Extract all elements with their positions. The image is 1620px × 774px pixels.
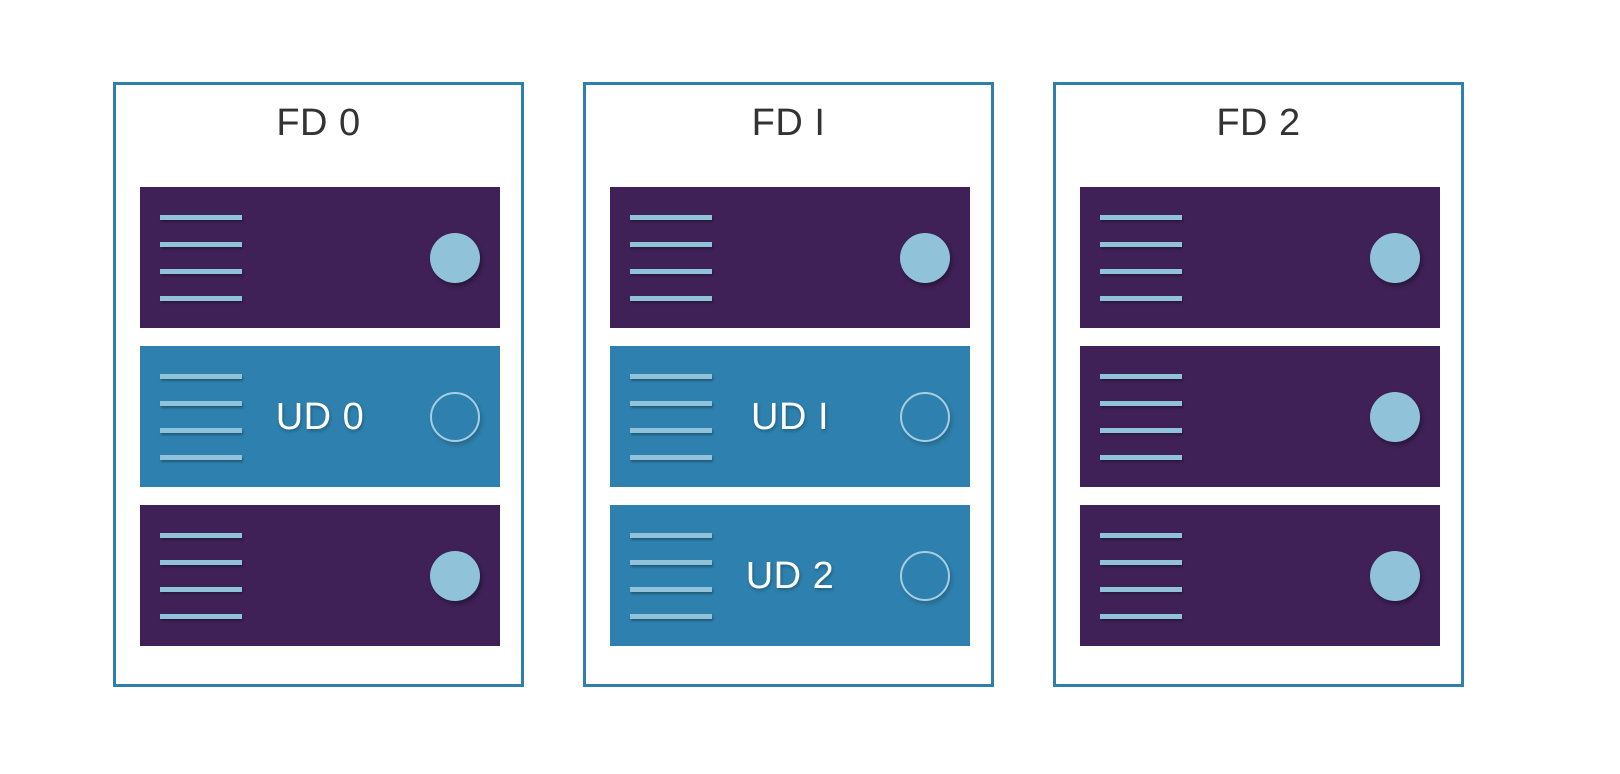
vent-line xyxy=(160,427,242,433)
fault-domain-title-2: FD 2 xyxy=(1216,102,1301,144)
vent-line xyxy=(630,373,712,379)
update-domain-unit[interactable]: UD 0 xyxy=(140,346,500,487)
vent-line xyxy=(630,586,712,592)
vent-lines-icon xyxy=(1100,373,1182,460)
unit-list-2 xyxy=(1080,187,1440,646)
vent-line xyxy=(1100,373,1182,379)
server-unit[interactable] xyxy=(140,505,500,646)
fault-domain-panel-2[interactable]: FD 2 xyxy=(1053,82,1464,687)
vent-line xyxy=(630,613,712,619)
status-lamp-icon xyxy=(430,391,480,442)
vent-line xyxy=(160,373,242,379)
unit-list-1: UD I UD 2 xyxy=(610,187,970,646)
vent-line xyxy=(1100,532,1182,538)
update-domain-unit[interactable]: UD 2 xyxy=(610,505,970,646)
vent-line xyxy=(160,241,242,247)
vent-line xyxy=(1100,214,1182,220)
vent-line xyxy=(160,268,242,274)
vent-lines-icon xyxy=(1100,214,1182,301)
fault-domain-panel-0[interactable]: FD 0 UD 0 xyxy=(113,82,524,687)
vent-line xyxy=(1100,586,1182,592)
fault-domain-title-0: FD 0 xyxy=(276,102,361,144)
vent-lines-icon xyxy=(160,214,242,301)
unit-list-0: UD 0 xyxy=(140,187,500,646)
vent-line xyxy=(630,454,712,460)
status-lamp-icon xyxy=(1370,391,1420,442)
fault-domain-panel-1[interactable]: FD I UD I xyxy=(583,82,994,687)
vent-line xyxy=(1100,295,1182,301)
vent-line xyxy=(160,295,242,301)
vent-line xyxy=(630,295,712,301)
status-lamp-icon xyxy=(900,550,950,601)
vent-line xyxy=(630,427,712,433)
vent-lines-icon xyxy=(160,373,242,460)
vent-line xyxy=(160,400,242,406)
vent-line xyxy=(160,532,242,538)
vent-line xyxy=(630,532,712,538)
vent-line xyxy=(630,241,712,247)
vent-line xyxy=(160,454,242,460)
vent-line xyxy=(160,214,242,220)
vent-line xyxy=(630,214,712,220)
status-lamp-icon xyxy=(430,550,480,601)
vent-line xyxy=(1100,559,1182,565)
vent-lines-icon xyxy=(630,214,712,301)
server-unit[interactable] xyxy=(1080,187,1440,328)
vent-lines-icon xyxy=(1100,532,1182,619)
status-lamp-icon xyxy=(900,391,950,442)
update-domain-unit[interactable]: UD I xyxy=(610,346,970,487)
vent-line xyxy=(160,586,242,592)
server-unit[interactable] xyxy=(1080,505,1440,646)
vent-lines-icon xyxy=(160,532,242,619)
vent-line xyxy=(1100,427,1182,433)
server-unit[interactable] xyxy=(1080,346,1440,487)
server-unit[interactable] xyxy=(140,187,500,328)
vent-line xyxy=(1100,454,1182,460)
vent-line xyxy=(1100,613,1182,619)
status-lamp-icon xyxy=(1370,550,1420,601)
vent-lines-icon xyxy=(630,373,712,460)
vent-line xyxy=(630,400,712,406)
server-unit[interactable] xyxy=(610,187,970,328)
vent-lines-icon xyxy=(630,532,712,619)
status-lamp-icon xyxy=(430,232,480,283)
vent-line xyxy=(630,559,712,565)
vent-line xyxy=(1100,400,1182,406)
vent-line xyxy=(1100,268,1182,274)
vent-line xyxy=(160,613,242,619)
vent-line xyxy=(1100,241,1182,247)
status-lamp-icon xyxy=(1370,232,1420,283)
vent-line xyxy=(160,559,242,565)
vent-line xyxy=(630,268,712,274)
fault-domain-title-1: FD I xyxy=(751,102,826,144)
status-lamp-icon xyxy=(900,232,950,283)
